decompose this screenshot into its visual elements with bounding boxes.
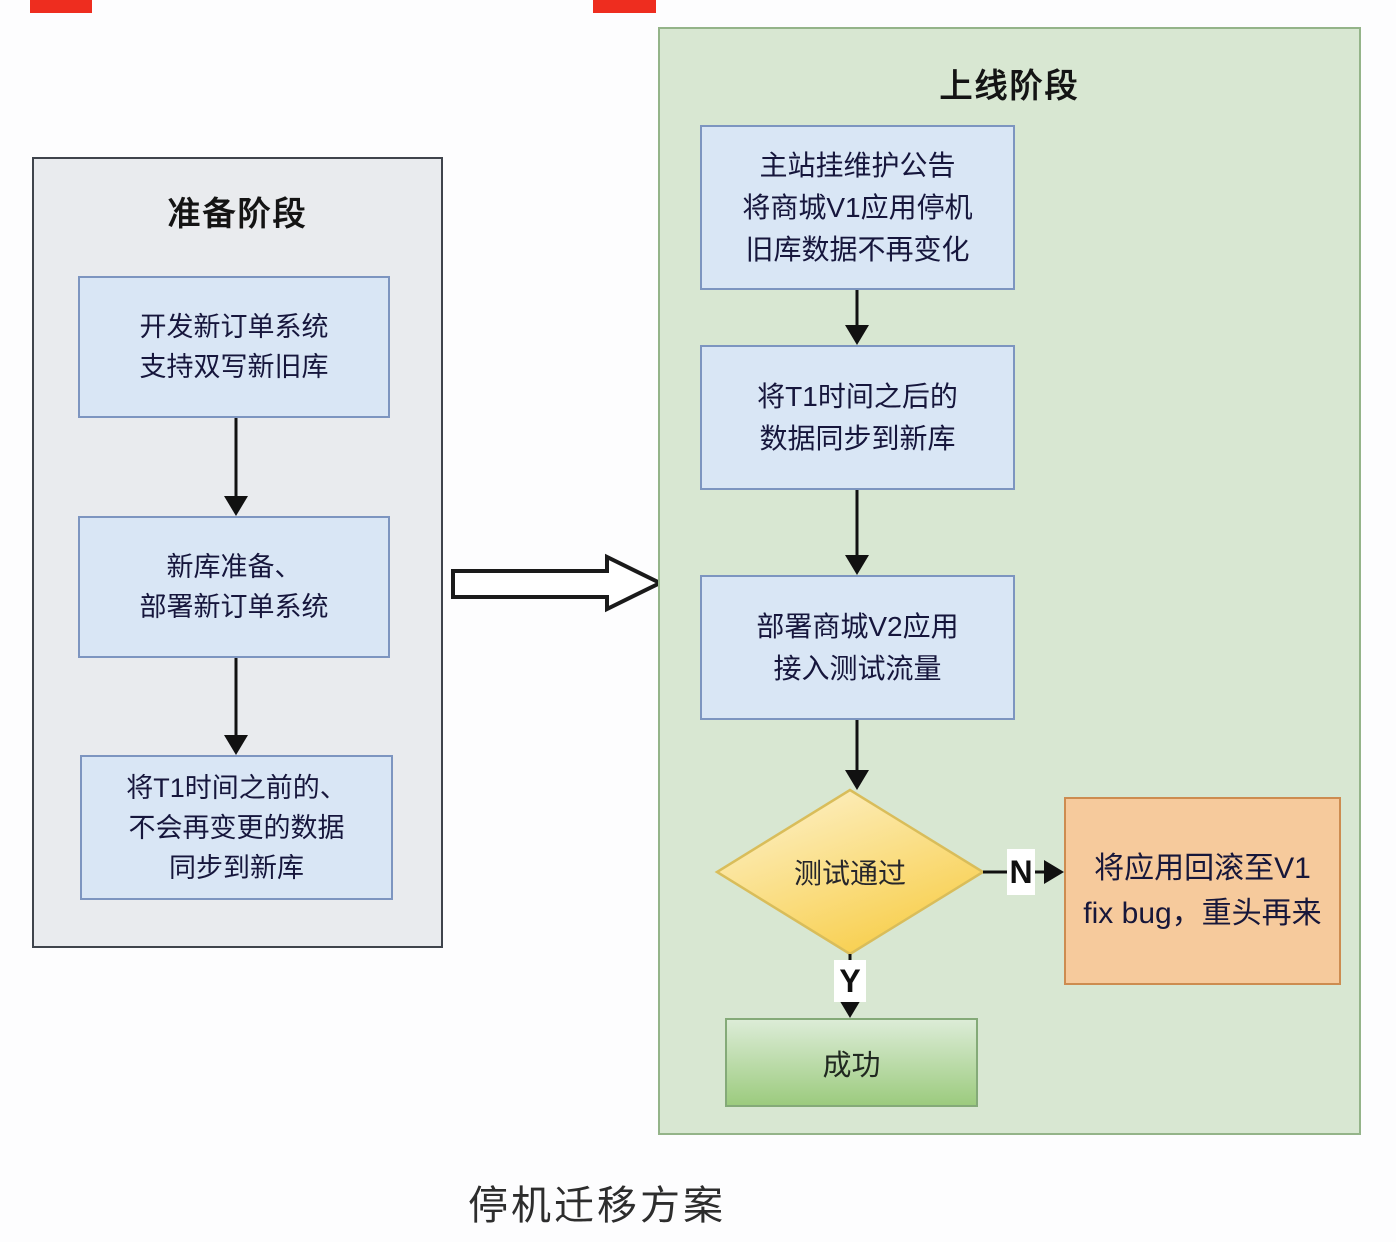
process-box-line: 不会再变更的数据 [128, 812, 345, 843]
flow-arrow-down-icon [224, 418, 248, 516]
process-box-line: 旧库数据不再变化 [745, 233, 970, 265]
process-box-line: 将T1时间之后的 [757, 380, 958, 412]
no-label: N [1007, 849, 1035, 895]
preparation-panel-title: 准备阶段 [167, 195, 308, 232]
red-artifact-right [593, 0, 656, 13]
process-box-line: 新库准备、 [166, 552, 302, 582]
flow-arrow-down-icon [845, 720, 869, 790]
process-box-line: 数据同步到新库 [759, 422, 956, 454]
process-box-prepare-new-db: 新库准备、 部署新订单系统 [78, 516, 390, 658]
flow-arrow-down-icon [845, 490, 869, 575]
process-box-sync-before-t1: 将T1时间之前的、 不会再变更的数据 同步到新库 [80, 755, 393, 900]
process-box-line: 将T1时间之前的、 [126, 772, 347, 803]
process-box-line: 接入测试流量 [773, 652, 942, 684]
failure-box-line: fix bug，重头再来 [1083, 897, 1322, 930]
process-box-sync-after-t1: 将T1时间之后的 数据同步到新库 [700, 345, 1015, 490]
process-box-line: 同步到新库 [169, 852, 304, 883]
process-box-line: 主站挂维护公告 [759, 149, 956, 181]
process-box-line: 将商城V1应用停机 [742, 191, 973, 223]
decision-label: 测试通过 [793, 858, 906, 889]
process-box-line: 开发新订单系统 [139, 312, 329, 342]
process-box-deploy-v2: 部署商城V2应用 接入测试流量 [700, 575, 1015, 720]
success-box: 成功 [725, 1018, 978, 1107]
diagram-caption: 停机迁移方案 [468, 1184, 726, 1228]
red-artifact-left [30, 0, 92, 13]
process-box-line: 部署新订单系统 [139, 592, 329, 622]
process-box-line: 支持双写新旧库 [139, 352, 329, 382]
process-box-maintenance-notice: 主站挂维护公告 将商城V1应用停机 旧库数据不再变化 [700, 125, 1015, 290]
failure-box-line: 将应用回滚至V1 [1094, 852, 1311, 885]
launch-panel-title: 上线阶段 [939, 67, 1080, 104]
flow-arrow-down-icon [845, 290, 869, 345]
process-box-develop-new-order-system: 开发新订单系统 支持双写新旧库 [78, 276, 390, 418]
yes-label: Y [834, 960, 866, 1002]
process-box-line: 部署商城V2应用 [756, 610, 959, 642]
success-label: 成功 [822, 1049, 881, 1082]
flow-arrow-down-icon [224, 658, 248, 755]
failure-box-rollback: 将应用回滚至V1 fix bug，重头再来 [1064, 797, 1341, 985]
